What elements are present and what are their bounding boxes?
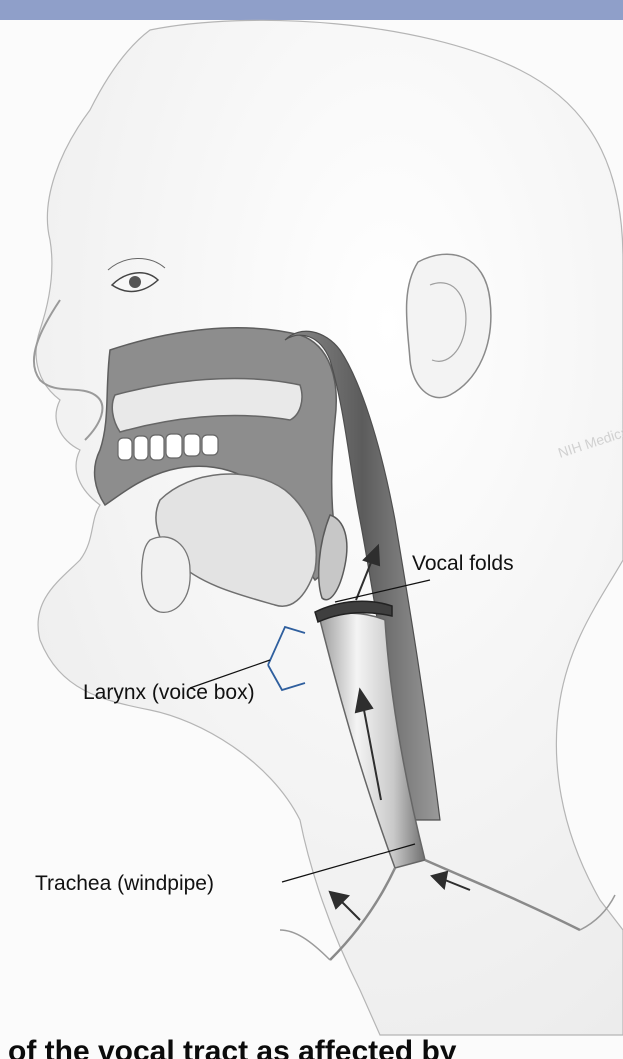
larynx-label: Larynx (voice box) (83, 681, 255, 705)
trachea-label: Trachea (windpipe) (35, 872, 214, 896)
mandible (142, 537, 191, 613)
vocal-folds-label: Vocal folds (412, 552, 514, 576)
caption: of the vocal tract as affected by (8, 1035, 620, 1059)
